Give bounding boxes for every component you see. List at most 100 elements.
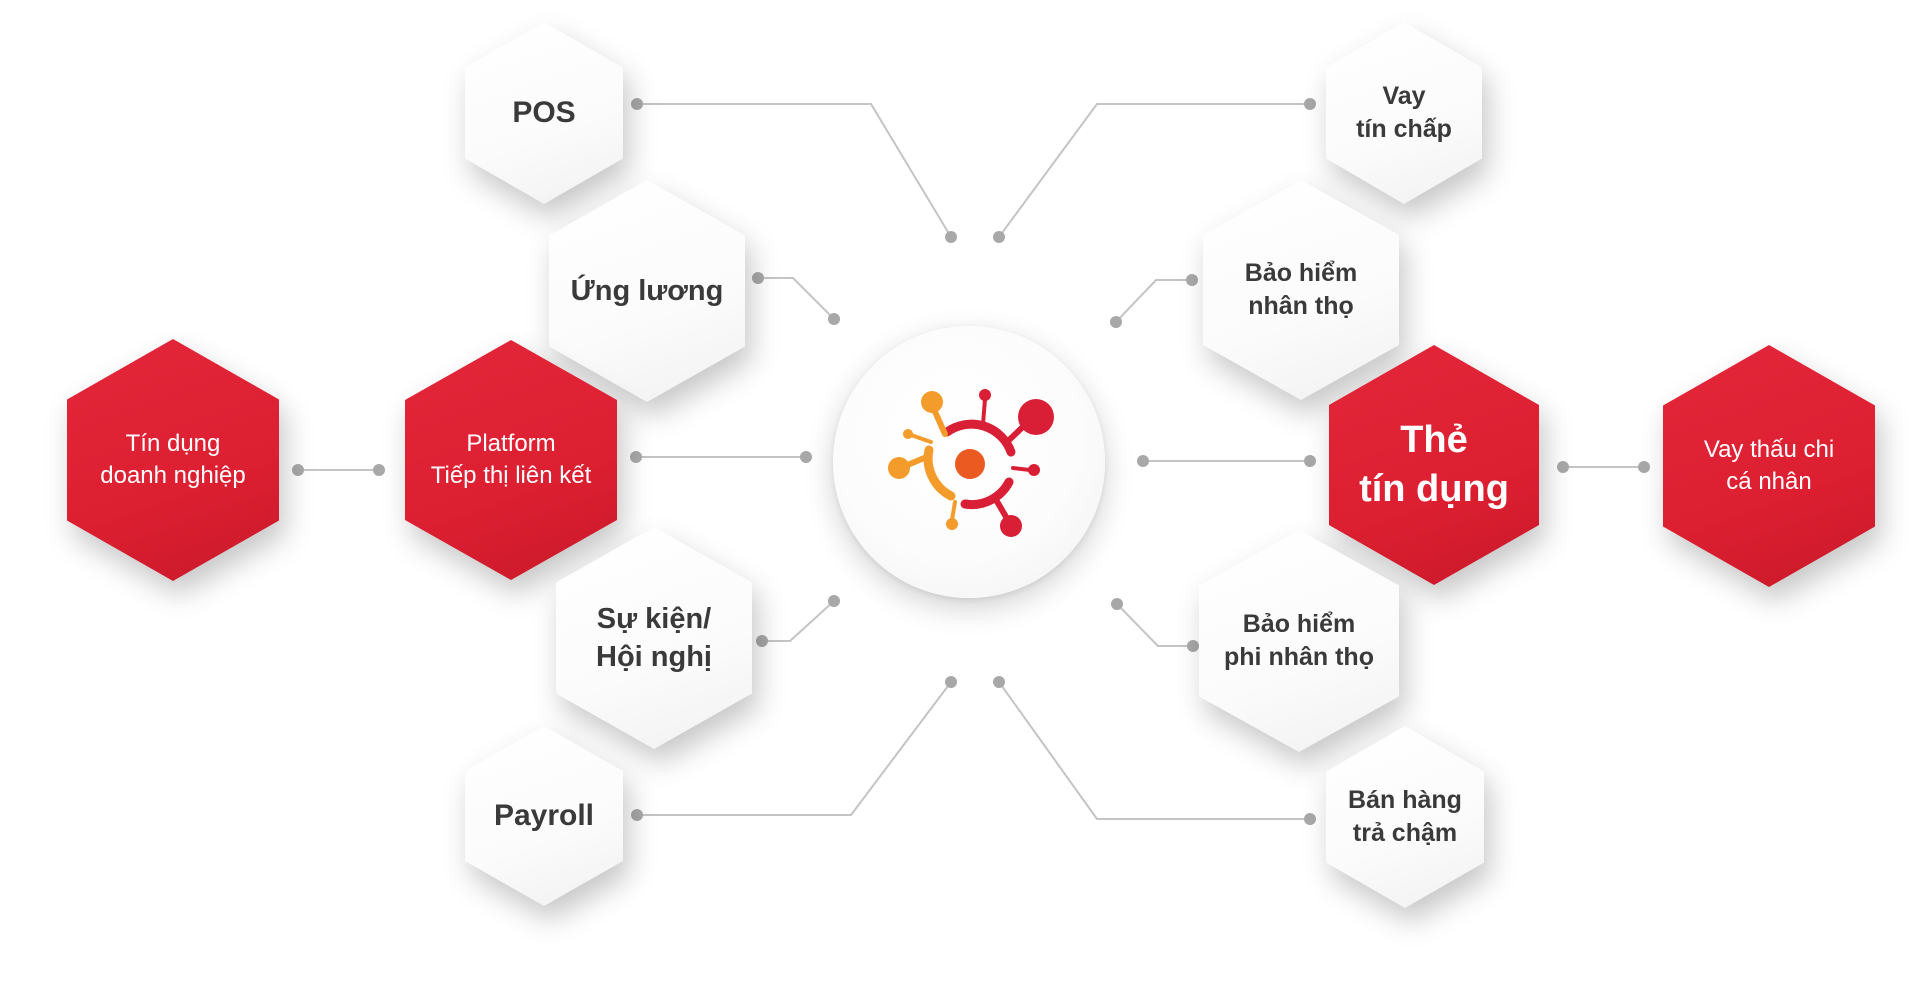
connector-ung-luong <box>758 277 835 320</box>
node-payroll-wrap: Payroll <box>465 726 623 906</box>
node-the-tin-dung[interactable]: Thẻ tín dụng <box>1329 345 1539 585</box>
node-vay-thau-chi[interactable]: Vay thấu chi cá nhân <box>1663 345 1875 587</box>
connector-dot <box>800 451 812 463</box>
hub-node-icon <box>1000 515 1022 537</box>
node-ban-hang-wrap: Bán hàng trả chậm <box>1326 726 1484 908</box>
node-bh-nhan-tho-label: Bảo hiểm nhân thọ <box>1237 257 1366 323</box>
node-bh-phi-nhan-tho[interactable]: Bảo hiểm phi nhân thọ <box>1199 530 1399 752</box>
hub-node-icon <box>888 457 910 479</box>
node-vay-thau-chi-line-2: cá nhân <box>1726 468 1812 495</box>
node-the-tin-dung-line-1: Thẻ <box>1400 418 1468 461</box>
node-the-tin-dung-label: Thẻ tín dụng <box>1351 416 1517 515</box>
connector-dot <box>1137 455 1149 467</box>
connector-dot <box>631 809 643 821</box>
connector-dot <box>1111 598 1123 610</box>
node-su-kien-wrap: Sự kiện/ Hội nghị <box>556 527 752 749</box>
connector-dot <box>828 595 840 607</box>
node-bh-nhan-tho-line-2: nhân thọ <box>1248 292 1354 320</box>
connector-dot <box>1110 316 1122 328</box>
node-vay-thau-chi-wrap: Vay thấu chi cá nhân <box>1663 345 1875 587</box>
node-su-kien[interactable]: Sự kiện/ Hội nghị <box>556 527 752 749</box>
node-pos-line-1: POS <box>512 96 576 130</box>
connector-dot <box>630 451 642 463</box>
connector-dot <box>1304 455 1316 467</box>
connector-ban-hang <box>998 681 1310 820</box>
connector-dot <box>631 98 643 110</box>
node-payroll-label: Payroll <box>486 796 602 836</box>
center-hub <box>833 326 1105 598</box>
node-bh-phi-nhan-tho-line-1: Bảo hiểm <box>1242 610 1356 638</box>
connector-bh-phi-nhan-tho <box>1116 603 1193 647</box>
node-bh-phi-nhan-tho-wrap: Bảo hiểm phi nhân thọ <box>1199 530 1399 752</box>
node-ban-hang-line-2: trả chậm <box>1352 819 1458 847</box>
connector-su-kien <box>762 600 835 642</box>
node-tin-dung-dn-line-1: Tín dụng <box>125 430 221 458</box>
node-ung-luong[interactable]: Ứng lương <box>549 180 745 402</box>
hub-node-icon <box>979 389 991 401</box>
hub-ring-right-icon <box>960 477 1014 510</box>
hub-node-icon <box>946 518 958 530</box>
node-su-kien-line-2: Hội nghị <box>596 641 712 673</box>
connector-bh-nhan-tho <box>1115 279 1192 323</box>
node-tin-dung-dn-line-2: doanh nghiệp <box>100 462 246 489</box>
node-ung-luong-line-1: Ứng lương <box>570 274 724 307</box>
node-vay-thau-chi-line-1: Vay thấu chi <box>1703 436 1835 464</box>
connector-dot <box>1638 461 1650 473</box>
node-su-kien-line-1: Sự kiện/ <box>596 602 712 635</box>
connector-dot <box>945 676 957 688</box>
connector-dot <box>292 464 304 476</box>
node-platform-line-2: Tiếp thị liên kết <box>430 462 592 489</box>
connector-dot <box>373 464 385 476</box>
connector-dot <box>1557 461 1569 473</box>
connector-dot <box>993 676 1005 688</box>
connector-dot <box>945 231 957 243</box>
connector-payroll <box>637 681 952 816</box>
node-vay-tin-chap-label: Vay tín chấp <box>1348 80 1460 146</box>
connector-dot <box>993 231 1005 243</box>
connector-vay-tin-chap <box>998 103 1310 238</box>
connector-dot <box>752 272 764 284</box>
node-pos-label: POS <box>504 93 583 133</box>
network-hub-icon <box>888 389 1054 537</box>
node-vay-tin-chap[interactable]: Vay tín chấp <box>1326 22 1482 204</box>
node-tin-dung-dn[interactable]: Tín dụng doanh nghiệp <box>67 339 279 581</box>
connector-dot <box>1304 98 1316 110</box>
node-pos[interactable]: POS <box>465 22 623 204</box>
hub-node-icon <box>921 391 943 413</box>
node-ung-luong-wrap: Ứng lương <box>549 180 745 402</box>
node-vay-tin-chap-wrap: Vay tín chấp <box>1326 22 1482 204</box>
node-tin-dung-dn-label: Tín dụng doanh nghiệp <box>92 428 253 491</box>
connector-dot <box>1187 640 1199 652</box>
node-the-tin-dung-line-2: tín dụng <box>1359 468 1509 510</box>
connector-pos <box>637 103 952 238</box>
node-vay-thau-chi-label: Vay thấu chi cá nhân <box>1696 434 1842 497</box>
node-platform-line-1: Platform <box>466 430 556 458</box>
node-bh-nhan-tho-line-1: Bảo hiểm <box>1244 259 1358 287</box>
hub-node-icon <box>1018 399 1054 435</box>
connector-dot <box>756 635 768 647</box>
hub-ring-top-icon <box>942 419 1016 457</box>
connector-dot <box>828 313 840 325</box>
node-the-tin-dung-wrap: Thẻ tín dụng <box>1329 345 1539 585</box>
node-platform-wrap: Platform Tiếp thị liên kết <box>405 340 617 580</box>
node-platform-label: Platform Tiếp thị liên kết <box>423 428 600 491</box>
node-ban-hang[interactable]: Bán hàng trả chậm <box>1326 726 1484 908</box>
node-vay-tin-chap-line-2: tín chấp <box>1356 115 1452 143</box>
node-payroll[interactable]: Payroll <box>465 726 623 906</box>
node-bh-phi-nhan-tho-line-2: phi nhân thọ <box>1224 643 1374 671</box>
node-bh-phi-nhan-tho-label: Bảo hiểm phi nhân thọ <box>1216 608 1382 674</box>
node-pos-wrap: POS <box>465 22 623 204</box>
node-ban-hang-label: Bán hàng trả chậm <box>1340 784 1470 850</box>
connector-dot <box>1186 274 1198 286</box>
hub-node-icon <box>903 429 913 439</box>
hub-core-icon <box>955 449 985 479</box>
node-payroll-line-1: Payroll <box>493 799 595 833</box>
node-tin-dung-dn-wrap: Tín dụng doanh nghiệp <box>67 339 279 581</box>
node-ung-luong-label: Ứng lương <box>563 272 732 310</box>
node-vay-tin-chap-line-1: Vay <box>1382 82 1426 110</box>
connector-dot <box>1304 813 1316 825</box>
node-bh-nhan-tho-wrap: Bảo hiểm nhân thọ <box>1203 180 1399 400</box>
hub-node-icon <box>1028 464 1040 476</box>
